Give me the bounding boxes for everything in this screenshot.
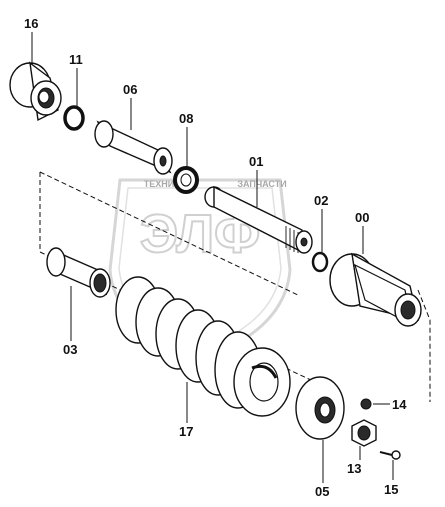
label-05: 05 bbox=[315, 484, 329, 499]
part-16-flange-bushing bbox=[9, 61, 62, 122]
part-06-pin bbox=[94, 120, 173, 175]
part-13-nut bbox=[351, 419, 377, 447]
leader-lines bbox=[31, 32, 394, 483]
label-08: 08 bbox=[179, 111, 193, 126]
part-01-rod bbox=[204, 185, 313, 254]
part-05-washer bbox=[295, 376, 345, 440]
callout-labels: 16 11 06 08 01 02 00 03 17 14 05 13 15 bbox=[24, 16, 407, 499]
part-14-grease-fitting bbox=[360, 398, 372, 410]
label-00: 00 bbox=[355, 210, 369, 225]
label-15: 15 bbox=[384, 482, 398, 497]
part-03-bushing bbox=[46, 247, 111, 298]
label-17: 17 bbox=[179, 424, 193, 439]
label-16: 16 bbox=[24, 16, 38, 31]
label-14: 14 bbox=[392, 397, 407, 412]
label-06: 06 bbox=[123, 82, 137, 97]
watermark-left-word: ТЕХНИКА bbox=[144, 179, 187, 189]
watermark-right-word: ЗАПЧАСТИ bbox=[237, 179, 286, 189]
label-13: 13 bbox=[347, 461, 361, 476]
part-11-o-ring bbox=[63, 105, 85, 131]
part-00-cylinder bbox=[329, 252, 422, 327]
part-08-seal-ring bbox=[173, 166, 199, 194]
part-02-o-ring bbox=[311, 251, 329, 273]
part-17-spring bbox=[115, 276, 291, 417]
assembly-frame bbox=[39, 171, 431, 402]
label-03: 03 bbox=[63, 342, 77, 357]
part-15-bolt bbox=[379, 450, 401, 460]
label-01: 01 bbox=[249, 154, 263, 169]
label-11: 11 bbox=[69, 52, 83, 67]
label-02: 02 bbox=[314, 193, 328, 208]
